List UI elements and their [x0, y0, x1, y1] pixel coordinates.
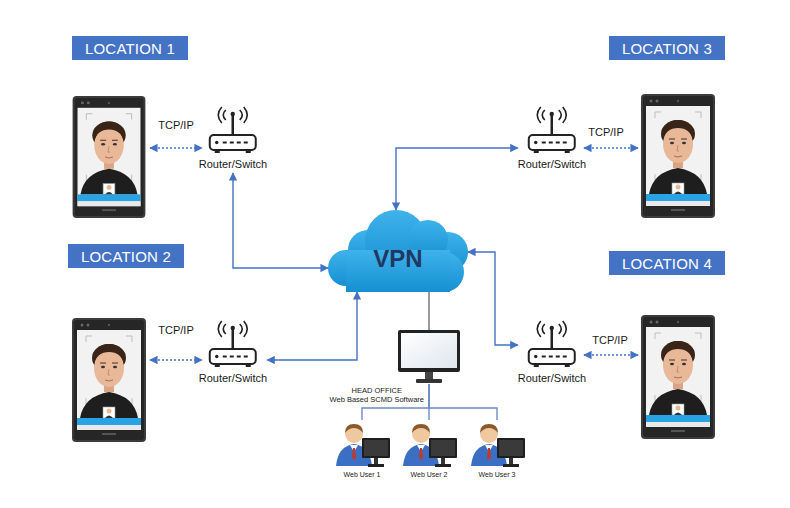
dotted-link [150, 147, 202, 148]
router-node: Router/Switch [199, 320, 267, 387]
office-caption: HEAD OFFICEWeb Based SCMD Software [330, 386, 424, 404]
router-label: Router/Switch [199, 157, 267, 171]
router-label: Router/Switch [518, 371, 586, 385]
connector [428, 292, 429, 330]
icon-holder [526, 320, 578, 370]
router-node: Router/Switch [518, 320, 586, 387]
office-label: Web Based SCMD Software [330, 395, 424, 404]
icon-holder [207, 320, 259, 370]
connector [233, 173, 328, 268]
icon-holder [332, 420, 392, 468]
router-node: Router/Switch [518, 106, 586, 173]
web-user-node: Web User 1 [332, 420, 392, 479]
icon-holder [207, 106, 259, 156]
protocol-label: TCP/IP [158, 324, 193, 336]
location-box: LOCATION 1 [72, 36, 188, 60]
location-title: LOCATION 1 [85, 40, 175, 57]
router-icon [526, 320, 578, 370]
location-box: LOCATION 3 [609, 36, 725, 60]
location-title: LOCATION 4 [622, 255, 712, 272]
web-user-node: Web User 3 [467, 420, 527, 479]
face-terminal [72, 318, 146, 442]
icon-holder [526, 106, 578, 156]
icon-holder [399, 420, 459, 468]
location-title: LOCATION 3 [622, 40, 712, 57]
user-icon [467, 420, 527, 468]
protocol-label: TCP/IP [588, 126, 623, 138]
face-terminal [641, 315, 715, 439]
user-icon [332, 420, 392, 468]
router-label: Router/Switch [518, 157, 586, 171]
protocol-label: TCP/IP [158, 119, 193, 131]
user-label: Web User 1 [344, 470, 381, 479]
monitor-icon [398, 330, 460, 384]
face-terminal [73, 96, 146, 218]
router-icon [207, 320, 259, 370]
location-box: LOCATION 2 [68, 244, 184, 268]
user-label: Web User 2 [411, 470, 448, 479]
connector [429, 384, 497, 420]
dotted-link [150, 359, 202, 360]
web-user-node: Web User 2 [399, 420, 459, 479]
connector [396, 148, 518, 210]
face-terminal [641, 94, 715, 218]
user-label: Web User 3 [479, 470, 516, 479]
connector [468, 252, 518, 345]
user-icon [399, 420, 459, 468]
dotted-link [584, 147, 638, 148]
cloud-label: VPN [373, 245, 422, 273]
location-box: LOCATION 4 [609, 251, 725, 275]
connector [267, 292, 357, 360]
office-label: HEAD OFFICE [330, 386, 424, 395]
router-icon [207, 106, 259, 156]
dotted-link [584, 354, 638, 355]
vpn-cloud: VPN [328, 210, 468, 292]
router-node: Router/Switch [199, 106, 267, 173]
protocol-label: TCP/IP [592, 334, 627, 346]
router-icon [526, 106, 578, 156]
location-title: LOCATION 2 [81, 248, 171, 265]
head-office-node: HEAD OFFICEWeb Based SCMD Software [398, 330, 460, 384]
router-label: Router/Switch [199, 371, 267, 385]
icon-holder [467, 420, 527, 468]
